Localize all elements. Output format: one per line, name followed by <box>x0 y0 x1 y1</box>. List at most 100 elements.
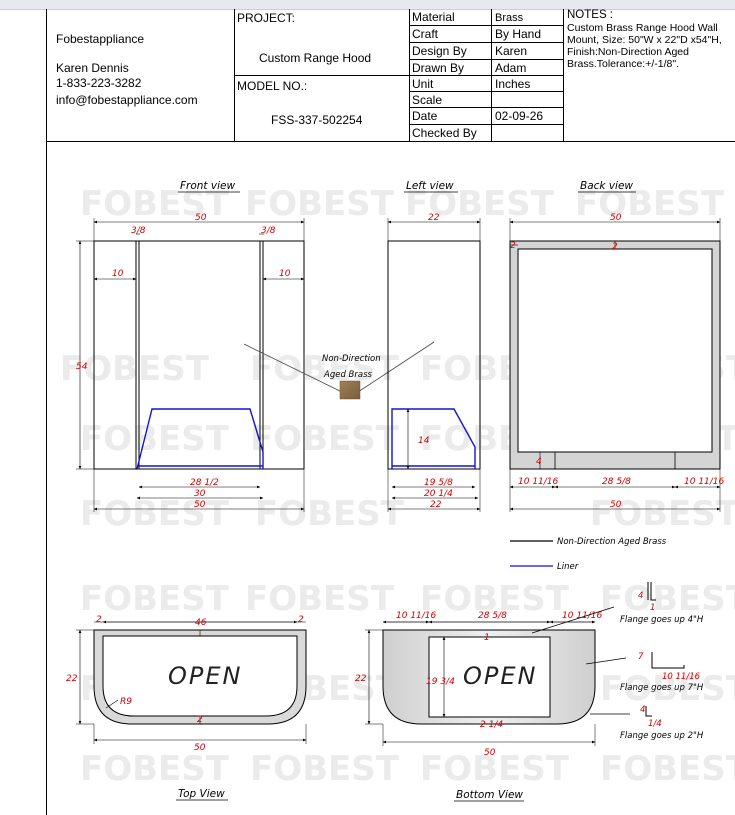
spec-value: Inches <box>495 77 531 91</box>
bottom-open-label: OPEN <box>463 662 537 690</box>
front-view-title: Front view <box>180 180 235 192</box>
spec-key: Material <box>412 10 455 24</box>
watermark: FOBEST <box>80 579 230 619</box>
contact-name: Karen Dennis <box>56 61 129 75</box>
legend: Non-Direction Aged Brass Liner <box>510 537 667 572</box>
dim-label: 7 <box>638 652 644 662</box>
watermark: FOBEST <box>420 749 570 789</box>
dim-label: 30 <box>194 489 206 499</box>
front-view <box>76 218 305 512</box>
dim-label: 54 <box>76 362 88 372</box>
spec-value: Adam <box>495 61 527 75</box>
watermark: FOBEST <box>245 579 395 619</box>
dim-label: 46 <box>195 618 207 628</box>
watermark: FOBEST <box>80 749 230 789</box>
dim-label: R9 <box>120 697 132 707</box>
watermark: FOBEST <box>255 494 405 534</box>
dim-label: 10 11/16 <box>684 477 725 487</box>
dim-label: 2 <box>96 615 102 625</box>
dim-label: 3/8 <box>261 226 276 236</box>
dim-label: 22 <box>355 674 367 684</box>
watermark: FOBEST <box>245 184 395 224</box>
top-strip <box>0 0 735 10</box>
dim-label: 1 <box>484 633 490 643</box>
contact-email: info@fobestappliance.com <box>56 93 198 107</box>
material-callout: Non-Direction Aged Brass <box>243 341 435 400</box>
callout-line1: Non-Direction <box>322 354 381 364</box>
dim-label: 50 <box>610 213 622 223</box>
dim-label: 2 <box>510 241 516 251</box>
dim-label: 50 <box>484 748 496 758</box>
watermark: FOBEST <box>80 419 230 459</box>
spec-value: Brass <box>495 12 524 24</box>
callout-line2: Aged Brass <box>323 370 373 380</box>
dim-label: 50 <box>610 500 622 510</box>
watermark: FOBEST <box>575 184 725 224</box>
flange-label: Flange goes up 4"H <box>620 615 704 625</box>
watermark: FOBEST <box>600 749 735 789</box>
notes-body: Custom Brass Range Hood Wall Mount, Size… <box>567 22 722 70</box>
watermark: FOBEST <box>60 349 210 389</box>
top-view <box>76 620 307 744</box>
dim-label: 10 <box>279 269 291 279</box>
watermark: FOBEST <box>600 579 735 619</box>
spec-key: Checked By <box>412 126 477 140</box>
dim-label: 50 <box>194 743 206 753</box>
back-view <box>509 218 721 512</box>
watermark: FOBEST <box>80 494 230 534</box>
dim-label: 28 5/8 <box>478 611 507 621</box>
spec-key: Craft <box>412 27 439 41</box>
dim-label: 10 11/16 <box>562 611 603 621</box>
dim-label: 22 <box>430 500 442 510</box>
legend-label: Non-Direction Aged Brass <box>557 537 667 547</box>
left-view-title: Left view <box>406 180 454 192</box>
contact-phone: 1-833-223-3282 <box>56 76 142 90</box>
left-view <box>387 218 481 512</box>
dim-label: 2 <box>298 615 304 625</box>
model-label: MODEL NO.: <box>237 79 308 93</box>
dim-label: 22 <box>428 213 440 223</box>
watermark: FOBEST <box>250 419 400 459</box>
watermark: FOBEST <box>250 749 400 789</box>
spec-key: Unit <box>412 77 434 91</box>
dim-label: 3/8 <box>131 226 146 236</box>
dim-label: 2 <box>612 242 618 252</box>
drawing-sheet: Fobestappliance Karen Dennis 1-833-223-3… <box>46 9 735 815</box>
legend-label: Liner <box>557 562 579 572</box>
flange-label: Flange goes up 7"H <box>620 683 704 693</box>
watermark: FOBEST <box>420 579 570 619</box>
dim-label: 4 <box>536 457 542 467</box>
watermark: FOBEST <box>250 349 400 389</box>
project-value: Custom Range Hood <box>259 51 372 65</box>
watermark: FOBEST <box>405 184 555 224</box>
company-name: Fobestappliance <box>56 32 145 46</box>
dim-label: 10 11/16 <box>518 477 559 487</box>
dim-label: 50 <box>195 213 207 223</box>
spec-value: By Hand <box>495 27 542 41</box>
model-value: FSS-337-502254 <box>271 113 363 127</box>
dim-label: 50 <box>194 500 206 510</box>
notes-block: NOTES : Custom Brass Range Hood Wall Mou… <box>567 9 735 70</box>
spec-key: Design By <box>412 44 467 58</box>
spec-key: Scale <box>412 93 443 107</box>
spec-value: 02-09-26 <box>495 109 544 123</box>
watermark: FOBEST <box>590 494 735 534</box>
dim-label: 19 3/4 <box>426 677 455 687</box>
spec-value: Karen <box>495 44 528 58</box>
dim-label: 4 <box>640 705 645 715</box>
bottom-view <box>365 620 596 746</box>
spec-key: Drawn By <box>412 61 465 75</box>
watermark: FOBEST <box>600 669 735 709</box>
dim-label: 20 1/4 <box>424 489 453 499</box>
dim-label: 28 1/2 <box>190 478 219 488</box>
dim-label: 10 <box>112 269 124 279</box>
dim-label: 22 <box>66 674 78 684</box>
dim-label: 14 <box>418 436 430 446</box>
dim-label: 1/4 <box>648 719 662 729</box>
top-view-title: Top View <box>178 788 225 800</box>
notes-title: NOTES : <box>567 9 614 21</box>
bottom-view-title: Bottom View <box>456 789 523 801</box>
dim-label: 2 1/4 <box>480 720 503 730</box>
dim-label: 4 <box>638 591 643 601</box>
spec-key: Date <box>412 109 438 123</box>
